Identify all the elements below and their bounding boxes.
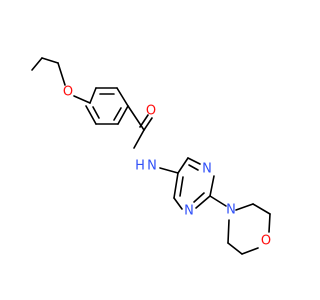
bond-pyrimidine-morpholine <box>209 195 227 207</box>
atom-o-morpholine: O <box>261 234 271 249</box>
atom-n-amide: N <box>147 159 157 174</box>
bond-morpholine <box>227 219 230 244</box>
atom-h-amide: H <box>135 159 145 174</box>
bond-pyrimidine <box>173 197 183 210</box>
atom-n-pyrimidine-bottom: N <box>184 204 194 219</box>
bond-morpholine <box>235 203 254 211</box>
bond-benzene <box>117 105 129 125</box>
bond-benzene <box>85 105 97 125</box>
bond-carbonyl-double <box>139 114 149 128</box>
bond-benzene-double <box>92 106 100 119</box>
atom-o-carbonyl: O <box>146 104 156 119</box>
bond-ring-carbonyl <box>127 105 145 131</box>
bond-pyrimidine <box>209 175 215 197</box>
bond-benzene-double <box>113 107 122 121</box>
atom-o-ether: O <box>63 85 73 100</box>
atom-n-pyrimidine-top: N <box>202 162 212 177</box>
atom-n-morpholine: N <box>226 203 236 218</box>
bond-o-ring <box>73 95 91 104</box>
bond-pyrimidine-double <box>179 176 184 197</box>
bond-benzene <box>89 87 97 104</box>
bond-pyrimidine-double <box>193 192 205 203</box>
bond-ethyl-c1-c2 <box>31 57 43 71</box>
bond-morpholine <box>252 203 271 215</box>
molecule-diagram: O O N H N N N O <box>31 57 271 255</box>
bond-ethyl-c1-c2 <box>41 57 59 64</box>
bonds <box>31 57 271 255</box>
bond-carbonyl-n <box>133 129 145 149</box>
bond-pyrimidine-double <box>188 164 199 171</box>
bond-pyrimidine <box>195 195 211 209</box>
bond-pyrimidine <box>187 157 201 165</box>
bond-morpholine <box>227 242 243 255</box>
bond-c-o-ether <box>57 62 66 86</box>
bond-pyrimidine <box>177 157 189 174</box>
bond-morpholine <box>268 213 271 233</box>
bond-carbonyl-double <box>143 117 153 131</box>
bond-benzene <box>116 87 129 107</box>
bond-morpholine <box>241 247 259 255</box>
atom-labels: O O N H N N N O <box>63 85 271 249</box>
bond-pyrimidine <box>173 172 179 199</box>
bond-n-pyrimidine <box>159 167 179 174</box>
